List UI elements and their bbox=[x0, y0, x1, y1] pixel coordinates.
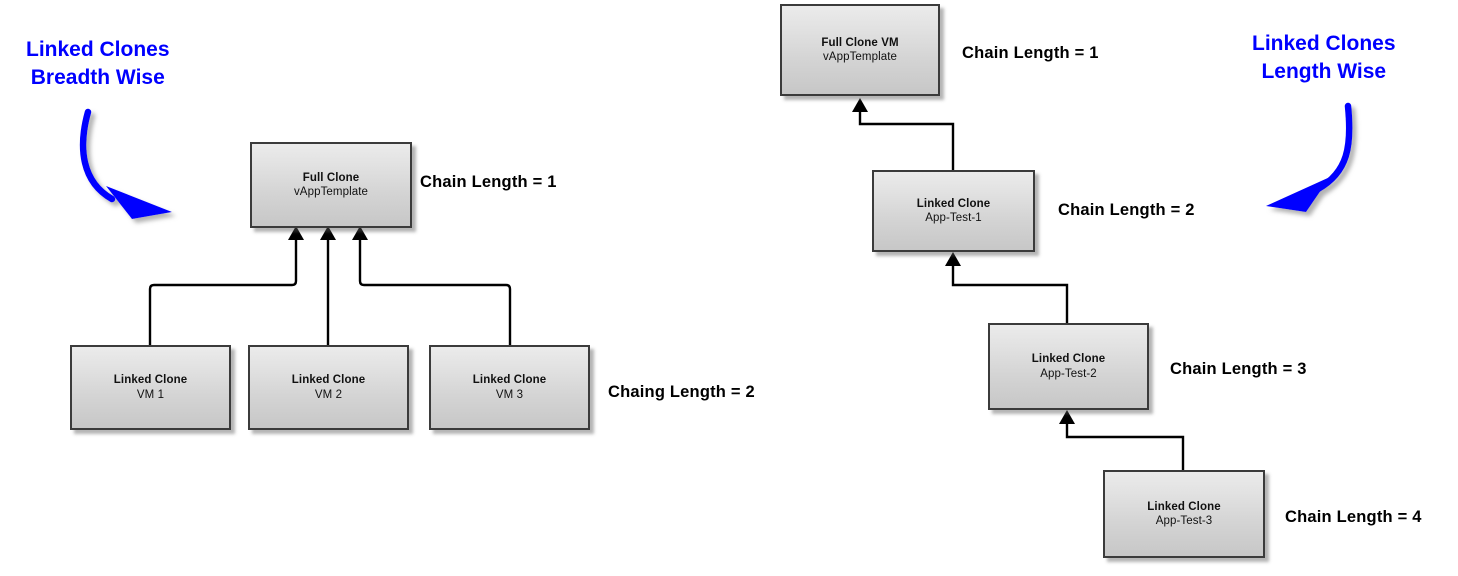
connector-apptest1-to-fullclonevm bbox=[852, 98, 955, 170]
node-title: Linked Clone bbox=[1147, 500, 1221, 513]
chain-length-label-right-3: Chain Length = 3 bbox=[1170, 360, 1307, 378]
node-linked-clone-app-test-3[interactable]: Linked Clone App-Test-3 bbox=[1103, 470, 1265, 558]
node-subtitle: VM 3 bbox=[495, 388, 524, 401]
curved-arrow-down-right-icon bbox=[79, 108, 172, 219]
annotation-length-wise-line1: Linked Clones bbox=[1252, 32, 1396, 55]
node-full-clone-vm-vapptemplate[interactable]: Full Clone VM vAppTemplate bbox=[780, 4, 940, 96]
node-subtitle: VM 1 bbox=[136, 388, 165, 401]
node-subtitle: vAppTemplate bbox=[293, 186, 369, 198]
annotation-breadth-wise-line2: Breadth Wise bbox=[30, 66, 165, 90]
node-title: Linked Clone bbox=[1031, 353, 1106, 366]
node-linked-clone-vm-2[interactable]: Linked Clone VM 2 bbox=[248, 345, 409, 430]
annotation-length-wise-line2: Length Wise bbox=[1261, 60, 1387, 84]
connector-apptest2-to-apptest1 bbox=[945, 252, 1069, 323]
connector-vm3-to-fullclone bbox=[352, 226, 512, 345]
chain-length-label-right-4: Chain Length = 4 bbox=[1285, 508, 1422, 526]
node-subtitle: App-Test-3 bbox=[1155, 515, 1213, 527]
node-linked-clone-vm-1[interactable]: Linked Clone VM 1 bbox=[70, 345, 231, 430]
chain-length-label-left-1: Chain Length = 1 bbox=[420, 173, 557, 191]
node-title: Linked Clone bbox=[472, 374, 547, 387]
node-title: Linked Clone bbox=[916, 197, 991, 210]
annotation-breadth-wise: Linked Clones Breadth Wise bbox=[26, 36, 170, 93]
connector-vm2-to-fullclone bbox=[320, 226, 336, 345]
node-subtitle: VM 2 bbox=[314, 388, 343, 401]
node-title: Linked Clone bbox=[113, 374, 188, 387]
node-subtitle: App-Test-2 bbox=[1040, 367, 1097, 380]
node-title: Linked Clone bbox=[291, 374, 366, 387]
node-title: Full Clone VM bbox=[821, 36, 899, 49]
annotation-length-wise: Linked Clones Length Wise bbox=[1252, 30, 1396, 87]
connector-vm1-to-fullclone bbox=[148, 226, 304, 345]
chain-length-label-right-1: Chain Length = 1 bbox=[962, 44, 1099, 62]
node-linked-clone-app-test-1[interactable]: Linked Clone App-Test-1 bbox=[872, 170, 1035, 252]
node-linked-clone-app-test-2[interactable]: Linked Clone App-Test-2 bbox=[988, 323, 1149, 410]
connector-apptest3-to-apptest2 bbox=[1059, 410, 1185, 470]
chain-length-label-right-2: Chain Length = 2 bbox=[1058, 201, 1195, 219]
chain-length-label-left-2: Chaing Length = 2 bbox=[608, 383, 755, 401]
annotation-breadth-wise-line1: Linked Clones bbox=[26, 38, 170, 61]
node-subtitle: App-Test-1 bbox=[925, 212, 982, 224]
node-full-clone-vapptemplate[interactable]: Full Clone vAppTemplate bbox=[250, 142, 412, 228]
node-title: Full Clone bbox=[302, 171, 360, 184]
curved-arrow-down-left-icon bbox=[1266, 102, 1353, 212]
node-subtitle: vAppTemplate bbox=[822, 51, 898, 63]
node-linked-clone-vm-3[interactable]: Linked Clone VM 3 bbox=[429, 345, 590, 430]
